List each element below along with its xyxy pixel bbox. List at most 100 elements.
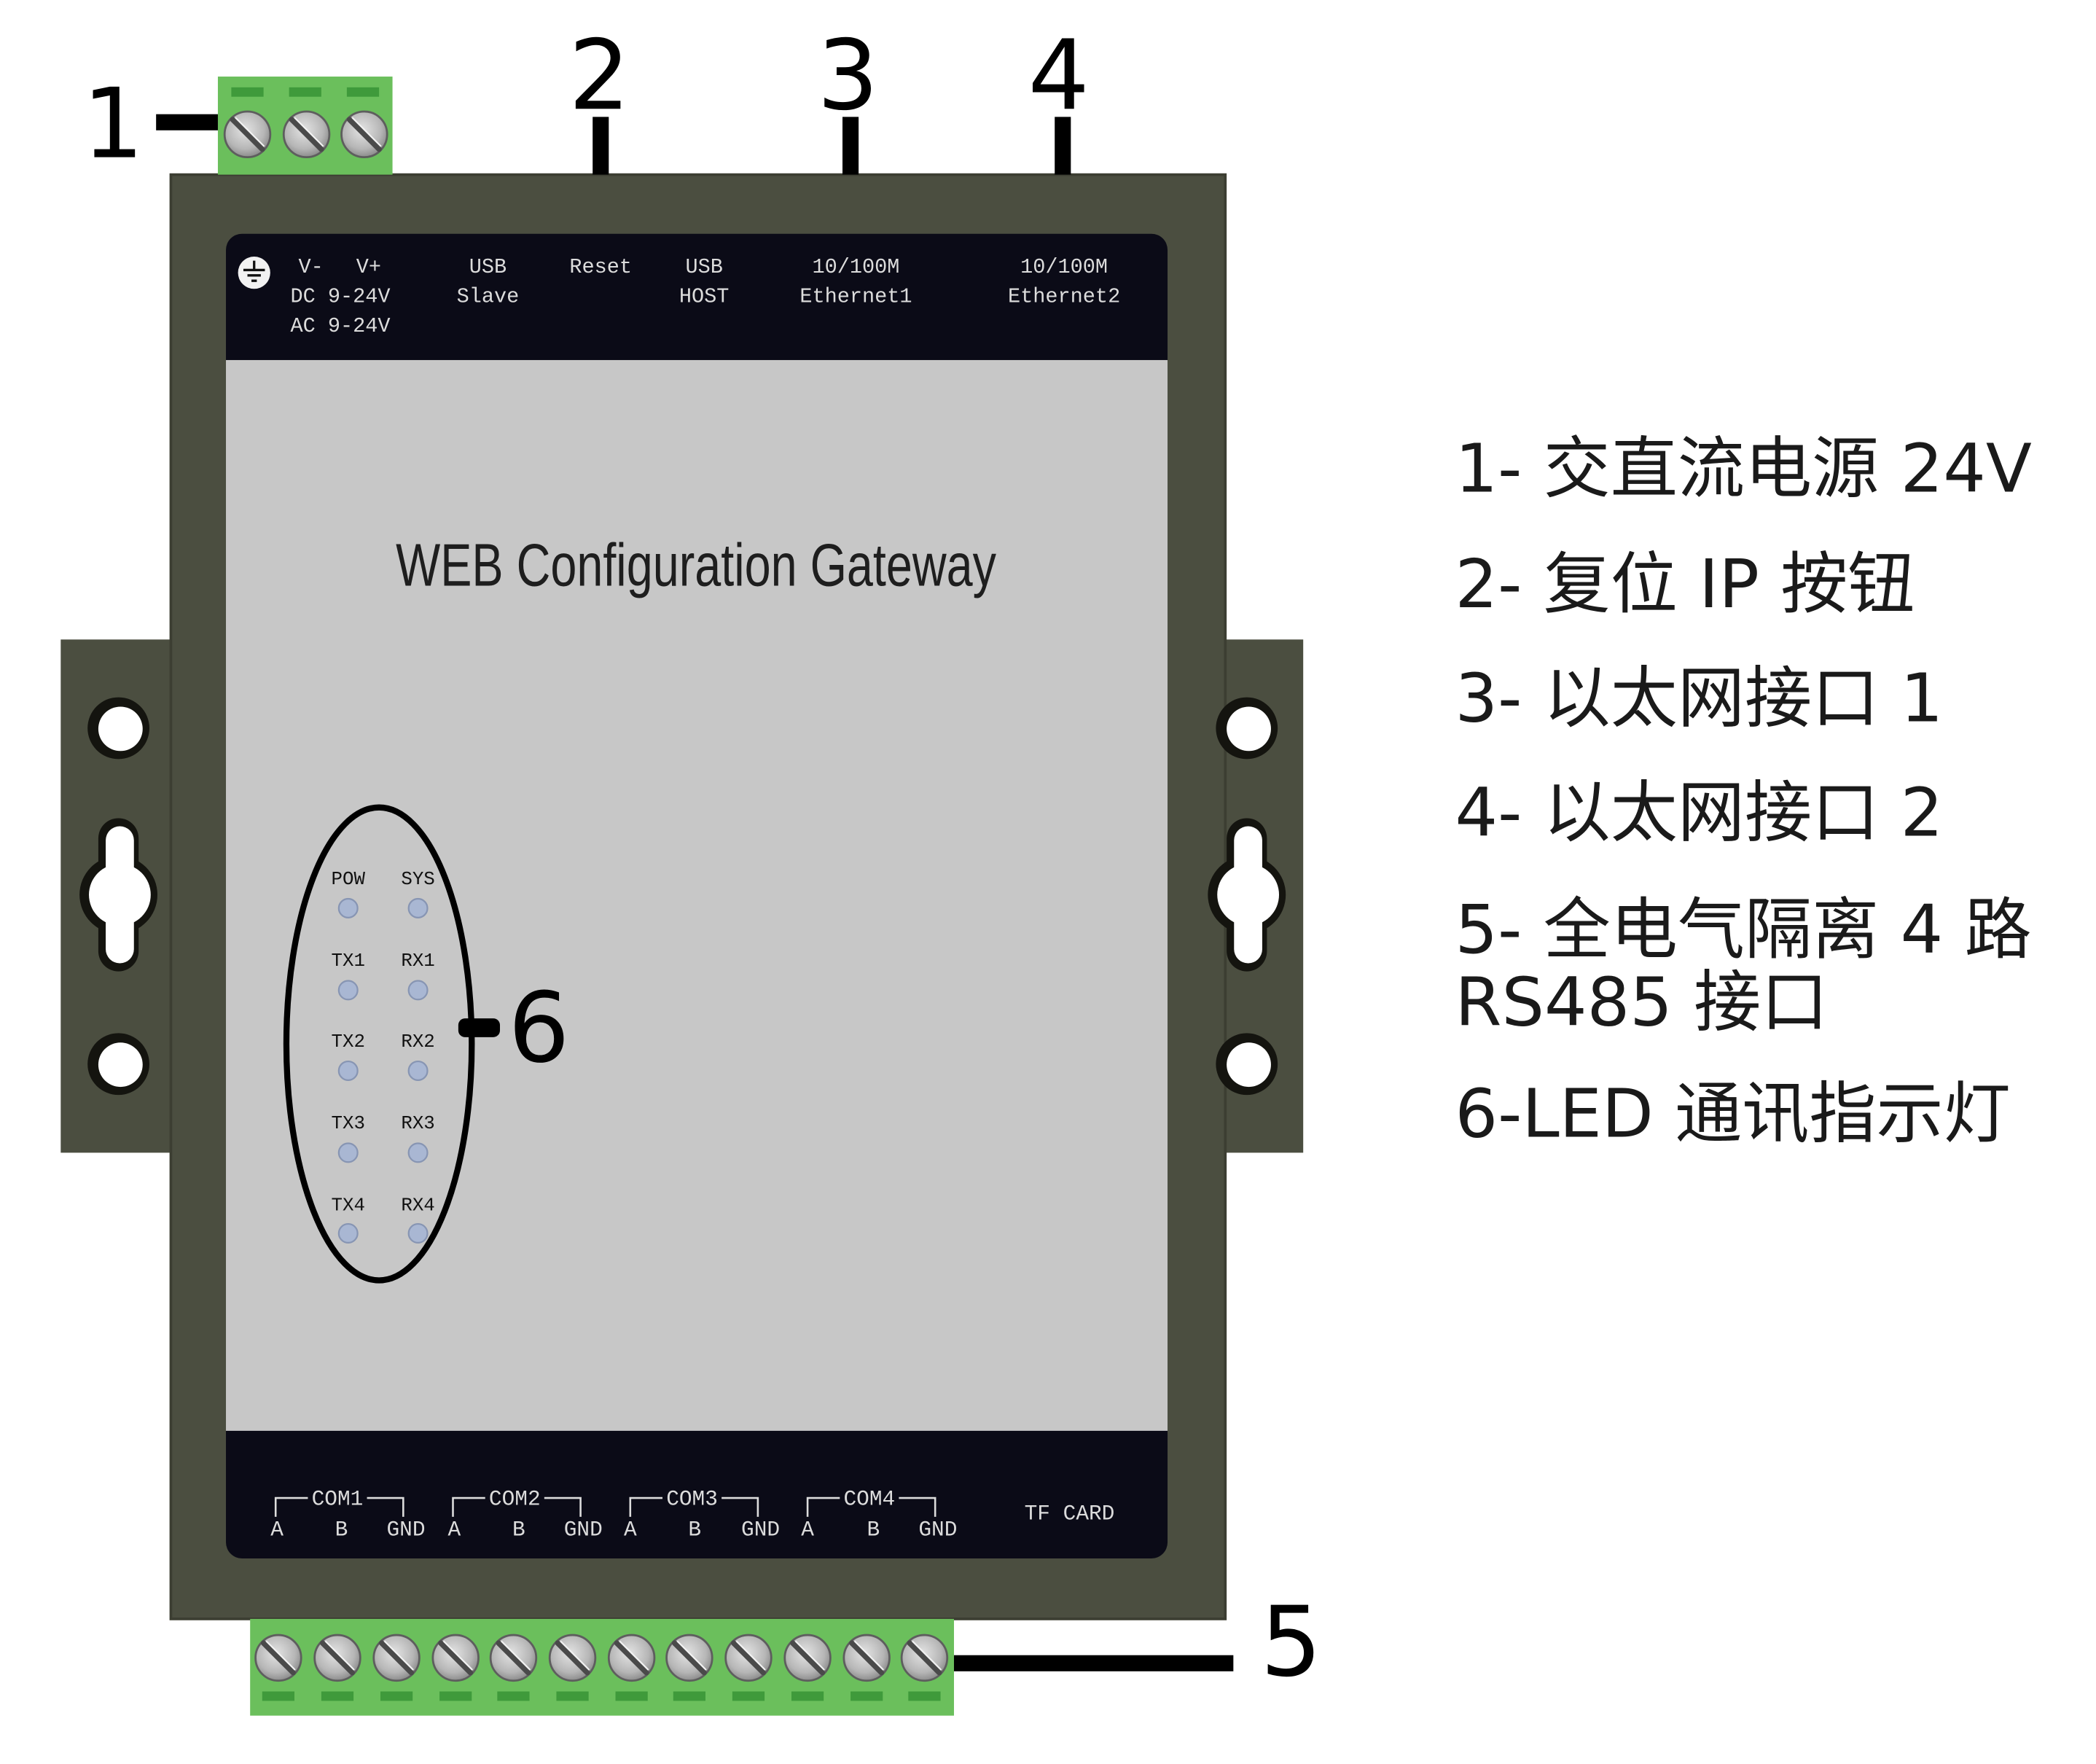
usb-slave-label-line1: USB [469, 255, 507, 279]
ethernet2-label-line2: Ethernet2 [1008, 285, 1120, 309]
legend-item: 5- 全电气隔离 4 路 [1455, 890, 2031, 969]
terminal-mark [321, 1691, 354, 1701]
callout-leader [156, 114, 218, 130]
led-indicator [407, 980, 429, 1001]
com-bracket [274, 1496, 404, 1517]
pin-label: B [867, 1518, 880, 1542]
power-ac-label: AC 9-24V [290, 314, 390, 338]
callout-number: 6 [508, 972, 569, 1085]
terminal-screw [256, 1635, 302, 1681]
pin-label: A [801, 1518, 814, 1542]
terminal-screw [726, 1635, 772, 1681]
led-label: RX3 [401, 1113, 434, 1134]
pin-label: B [335, 1518, 348, 1542]
terminal-mark [732, 1691, 765, 1701]
pin-label: GND [564, 1518, 603, 1542]
led-indicator [407, 897, 429, 918]
led-indicator [407, 1060, 429, 1081]
terminal-screw [902, 1635, 947, 1681]
terminal-screw [490, 1635, 536, 1681]
top-port-labels: V- V+ DC 9-24V AC 9-24V USB Slave Reset … [238, 255, 1120, 338]
led-indicator [407, 1142, 429, 1163]
terminal-mark [908, 1691, 941, 1701]
terminal-mark [497, 1691, 530, 1701]
bottom-port-labels: COM1 A B GND COM2 A B GND COM3 A B GND C… [270, 1486, 1114, 1542]
terminal-screw [315, 1635, 361, 1681]
callout-leader [458, 1018, 501, 1037]
com-bracket [452, 1496, 582, 1517]
legend-item: 6-LED 通讯指示灯 [1455, 1074, 2010, 1152]
reset-label: Reset [569, 255, 632, 279]
led-label: TX4 [332, 1195, 365, 1217]
callouts: 1 2 3 4 5 6 [82, 20, 1322, 1698]
pin-label: B [688, 1518, 701, 1542]
usb-host-label-line1: USB [685, 255, 722, 279]
callout-leader [953, 1655, 1234, 1671]
ethernet2-label-line1: 10/100M [1020, 255, 1108, 279]
led-label: TX2 [332, 1031, 365, 1053]
led-indicator [337, 897, 359, 918]
terminal-mark [673, 1691, 706, 1701]
mounting-hole [1216, 697, 1278, 760]
led-label: SYS [401, 869, 434, 890]
terminal-mark [439, 1691, 472, 1701]
legend-item: 2- 复位 IP 按钮 [1455, 545, 1915, 623]
led-indicator [337, 1060, 359, 1081]
callout-number: 4 [1028, 20, 1090, 132]
terminal-mark [615, 1691, 648, 1701]
legend-item: 1- 交直流电源 24V [1455, 429, 2031, 508]
led-label: TX3 [332, 1113, 365, 1134]
led-label: RX2 [401, 1031, 434, 1053]
com-bracket [629, 1496, 759, 1517]
terminal-screw [374, 1635, 420, 1681]
usb-slave-label-line2: Slave [457, 285, 520, 309]
power-v-minus-label: V- [299, 255, 324, 279]
led-label: RX4 [401, 1195, 434, 1217]
led-indicator [337, 1222, 359, 1244]
com-bracket [806, 1496, 936, 1517]
terminal-screw [785, 1635, 831, 1681]
pin-label: GND [918, 1518, 957, 1542]
terminal-screw [844, 1635, 890, 1681]
ethernet1-label-line1: 10/100M [812, 255, 899, 279]
pin-label: A [448, 1518, 461, 1542]
terminal-mark [262, 1691, 295, 1701]
callout-leader [842, 117, 859, 175]
terminal-mark [380, 1691, 413, 1701]
terminal-mark [289, 87, 321, 97]
led-indicator [337, 1142, 359, 1163]
terminal-screw [283, 112, 329, 157]
legend-item: 4- 以太网接口 2 [1455, 773, 1943, 851]
callout-number: 3 [817, 20, 878, 132]
terminal-screw [342, 112, 388, 157]
com-port-label: COM1 [312, 1486, 364, 1511]
legend: 1- 交直流电源 24V 2- 复位 IP 按钮 3- 以太网接口 1 4- 以… [1455, 429, 2031, 1153]
callout-leader [593, 117, 609, 175]
led-label: TX1 [332, 951, 365, 972]
device-title: WEB Configuration Gateway [396, 531, 996, 599]
legend-item: 3- 以太网接口 1 [1455, 659, 1943, 738]
pin-label: A [624, 1518, 637, 1542]
mounting-hole [87, 697, 149, 760]
pin-label: B [512, 1518, 525, 1542]
terminal-mark [791, 1691, 824, 1701]
power-v-plus-label: V+ [356, 255, 381, 279]
label-area [226, 359, 1168, 1431]
pin-label: A [270, 1518, 283, 1542]
callout-number: 1 [82, 69, 144, 181]
terminal-mark [231, 87, 264, 97]
led-label: RX1 [401, 951, 434, 972]
terminal-screw [609, 1635, 654, 1681]
terminal-screw [433, 1635, 479, 1681]
legend-item-continuation: RS485 接口 [1455, 962, 1828, 1041]
ground-icon [238, 257, 270, 289]
led-indicator-group: POW SYS TX1 RX1 TX2 RX2 TX3 RX3 TX4 RX4 [283, 804, 475, 1284]
power-terminal-block [217, 77, 393, 175]
tf-card-label: TF CARD [1025, 1502, 1115, 1526]
terminal-screw [224, 112, 270, 157]
terminal-mark [556, 1691, 589, 1701]
com-port-label: COM3 [666, 1486, 718, 1511]
led-label: POW [332, 869, 366, 890]
usb-host-label-line2: HOST [679, 285, 730, 309]
